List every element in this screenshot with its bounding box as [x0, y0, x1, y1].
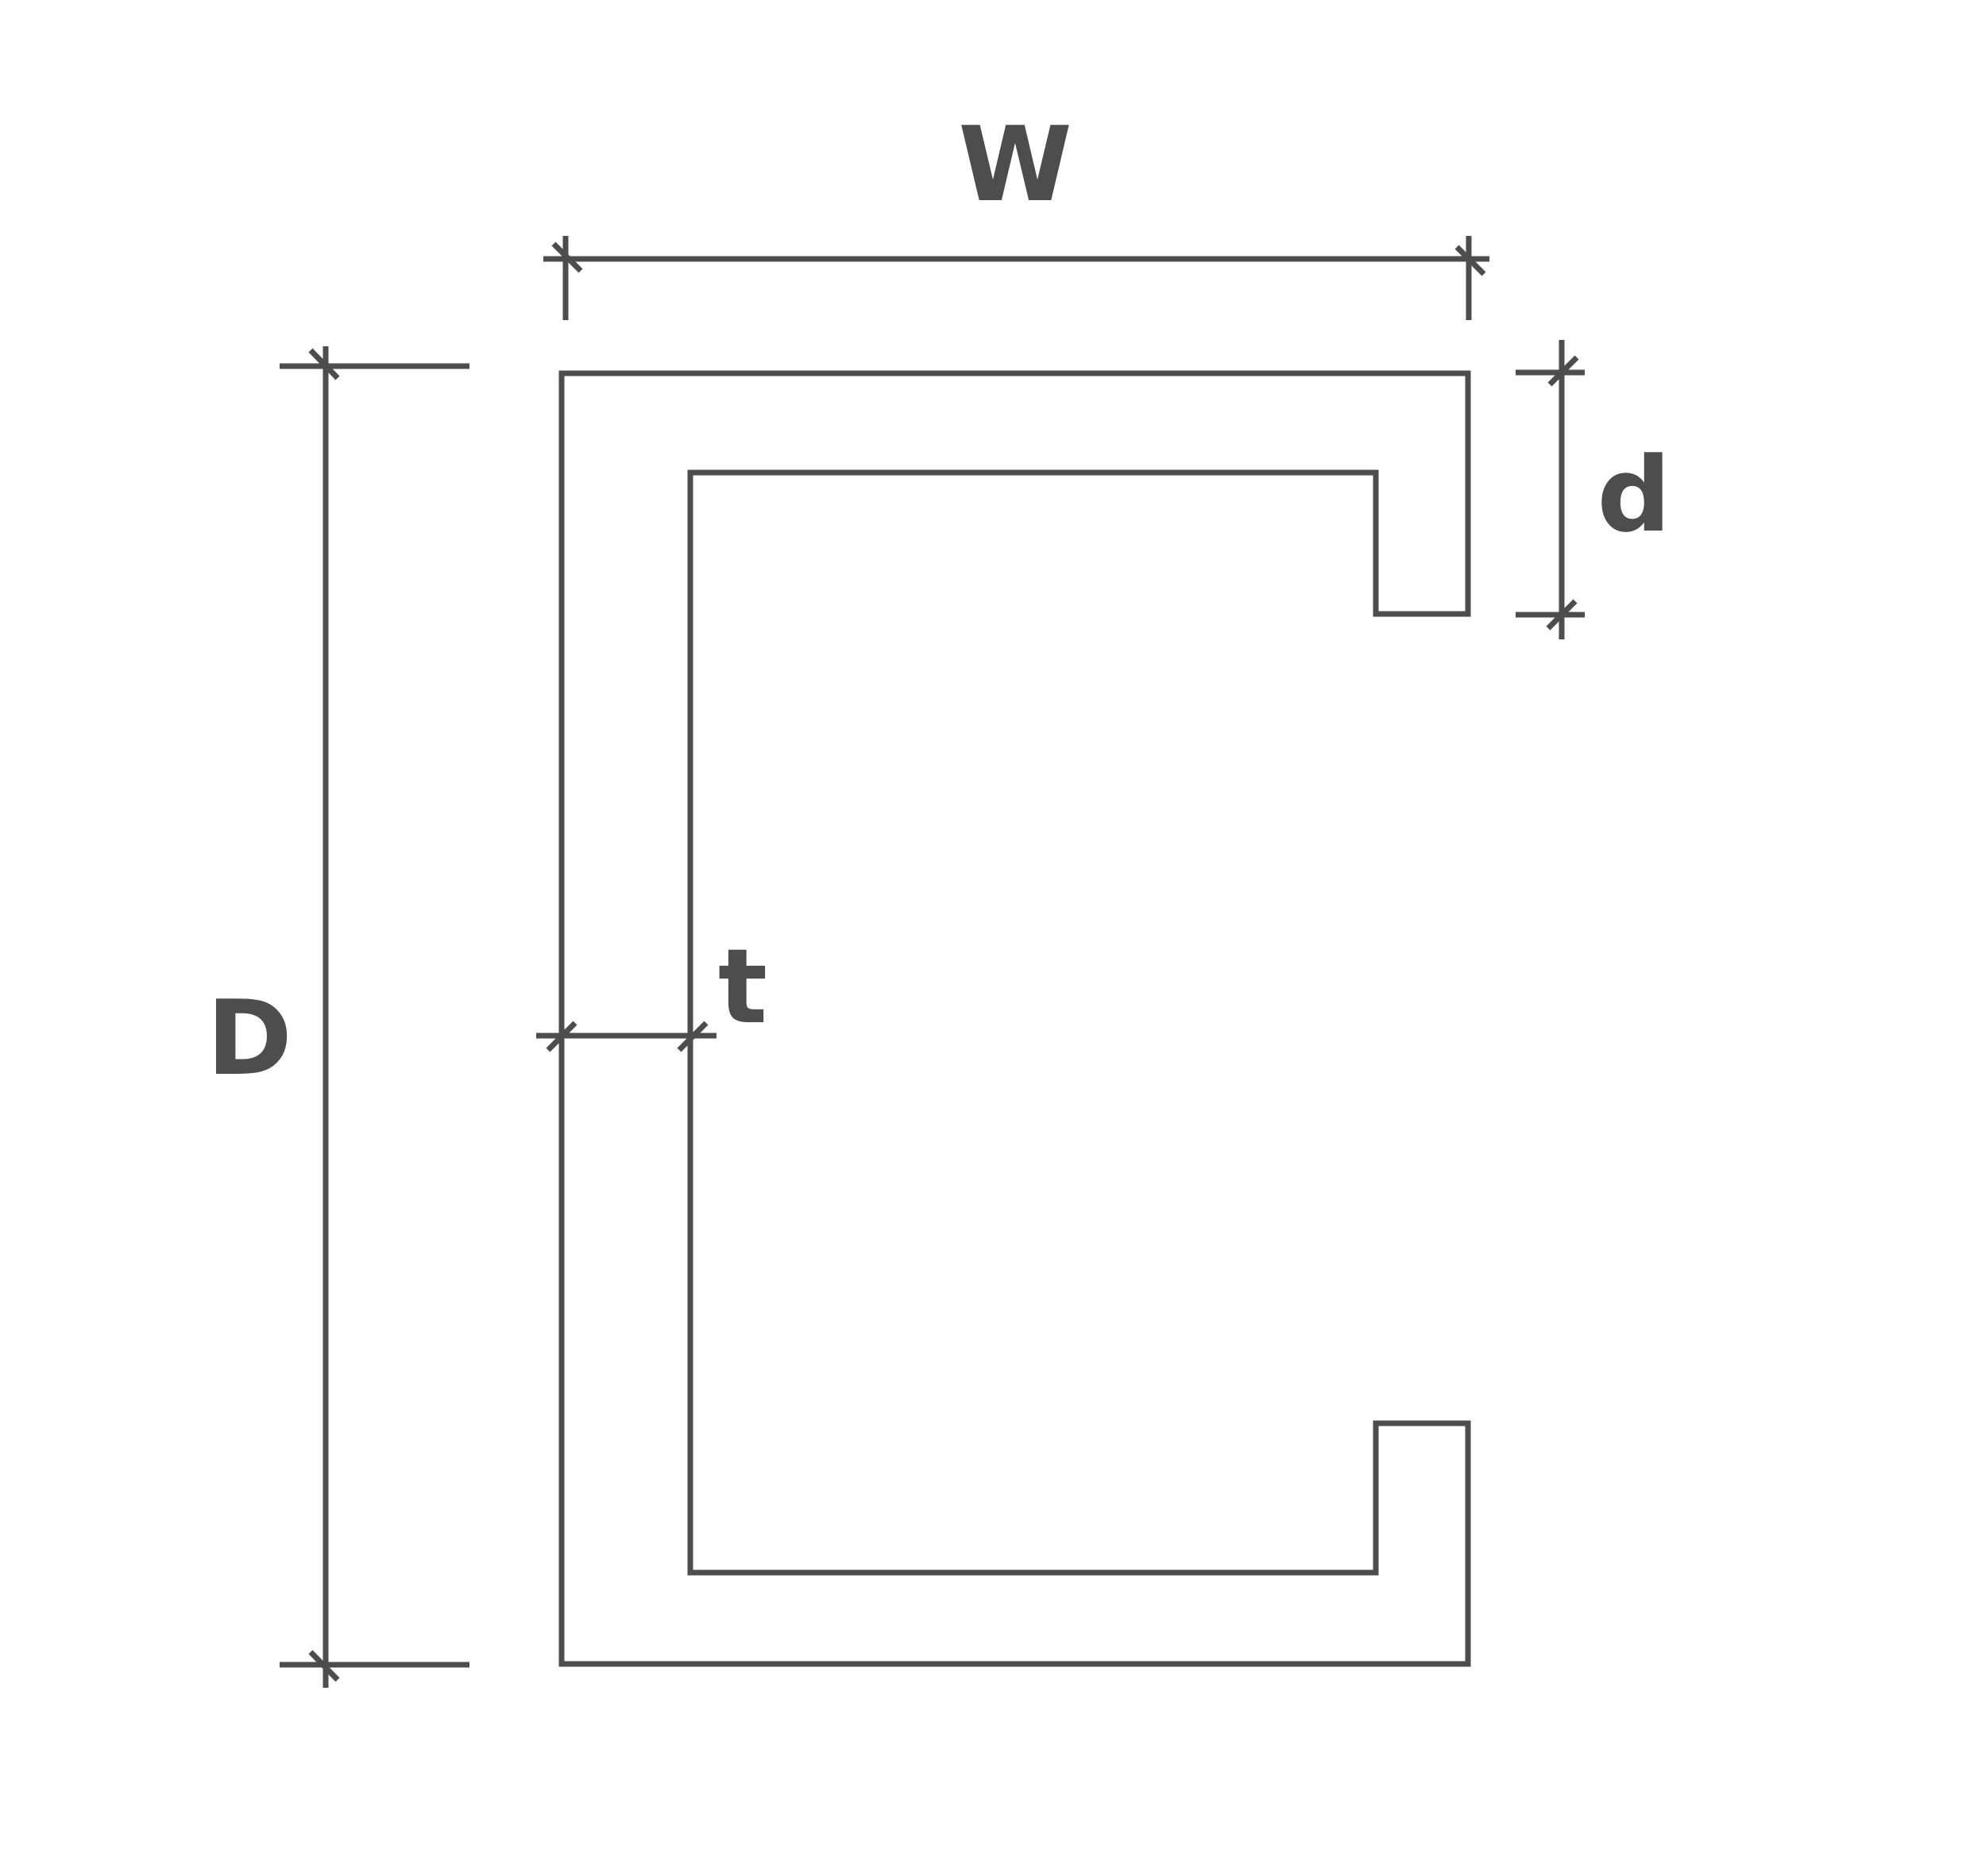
depth-label: D	[207, 978, 292, 1098]
lip-dimension: d	[1516, 340, 1671, 639]
thickness-tick-left	[546, 1021, 577, 1052]
width-tick-left	[551, 241, 583, 273]
width-tick-right	[1454, 245, 1486, 276]
thickness-dimension: t	[536, 926, 767, 1052]
width-dimension: W	[543, 104, 1489, 320]
depth-tick-top	[308, 348, 340, 380]
lip-tick-bottom	[1546, 599, 1578, 631]
depth-dimension: D	[207, 346, 469, 1688]
outer-outline	[558, 370, 1471, 1667]
c-channel-profile	[558, 370, 1471, 1667]
thickness-tick-right	[677, 1021, 709, 1052]
lip-label: d	[1597, 434, 1671, 555]
thickness-label: t	[718, 926, 767, 1047]
width-label: W	[958, 104, 1072, 225]
lip-tick-top	[1547, 355, 1579, 387]
depth-tick-bottom	[308, 1650, 340, 1682]
